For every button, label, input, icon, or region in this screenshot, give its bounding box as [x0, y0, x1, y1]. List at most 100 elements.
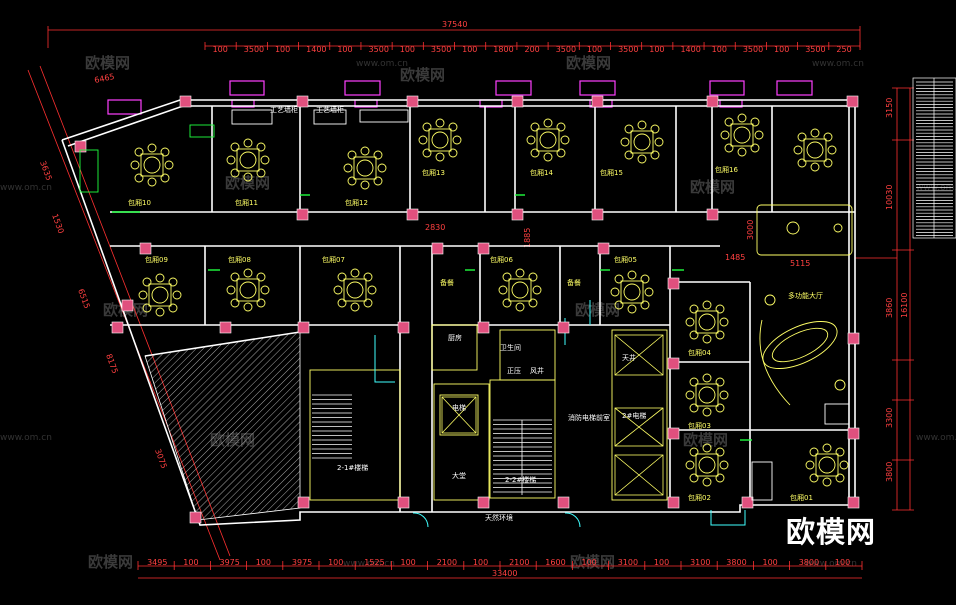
- room-label: 包厢07: [322, 255, 345, 264]
- table-top: [353, 156, 377, 180]
- green-accent-lines: [112, 194, 752, 441]
- chair: [556, 122, 566, 132]
- service-label: 风井: [530, 366, 544, 375]
- plate-circle: [239, 151, 257, 169]
- chair: [793, 145, 803, 155]
- chair: [543, 118, 553, 128]
- chair: [822, 443, 832, 453]
- dim-right: 3860: [885, 298, 894, 318]
- chair: [720, 130, 730, 140]
- chair: [823, 158, 833, 168]
- watermark: 欧模网: [683, 431, 728, 449]
- dimension-top-total: 37540: [442, 20, 467, 29]
- chair: [702, 300, 712, 310]
- chair: [627, 304, 637, 314]
- chair: [350, 302, 360, 312]
- dim-right: 10030: [885, 185, 894, 210]
- dim-mid: 3000: [746, 220, 755, 240]
- chair: [640, 274, 650, 284]
- chair: [142, 303, 152, 313]
- chair: [333, 285, 343, 295]
- chair: [737, 113, 747, 123]
- dim-top-segment: 3500: [805, 45, 825, 54]
- dim-bottom-segment: 3495: [147, 558, 167, 567]
- chair: [422, 148, 432, 158]
- chair: [530, 122, 540, 132]
- dim-top-segment: 100: [774, 45, 789, 54]
- chair: [715, 377, 725, 387]
- table-top: [695, 383, 719, 407]
- chair: [147, 143, 157, 153]
- chair: [822, 477, 832, 487]
- column: [597, 242, 610, 255]
- chair: [435, 118, 445, 128]
- table-top: [148, 283, 172, 307]
- column: [189, 511, 202, 524]
- dim-top-segment: 100: [337, 45, 352, 54]
- chair: [230, 142, 240, 152]
- dim-left: 8175: [104, 353, 119, 375]
- dim-bottom-segment: 100: [473, 558, 488, 567]
- plate-circle: [239, 281, 257, 299]
- chair: [172, 290, 182, 300]
- dim-bottom-segment: 3100: [618, 558, 638, 567]
- chair: [528, 298, 538, 308]
- table-top: [695, 453, 719, 477]
- room-label: 包厢06: [490, 255, 513, 264]
- column: [591, 95, 604, 108]
- dining-table: [610, 270, 654, 314]
- dim-top-segment: 3500: [369, 45, 389, 54]
- chair: [160, 173, 170, 183]
- table-top: [695, 310, 719, 334]
- structural-columns: [74, 95, 860, 524]
- service-label: 备餐: [440, 278, 454, 287]
- chair: [754, 130, 764, 140]
- dining-tables: [130, 113, 849, 487]
- chair: [614, 300, 624, 310]
- column: [219, 321, 232, 334]
- chair: [809, 473, 819, 483]
- chair: [243, 268, 253, 278]
- chair: [502, 298, 512, 308]
- dim-mid: 2830: [425, 223, 445, 232]
- dimension-ticks-top: [204, 42, 861, 50]
- plate-circle: [539, 131, 557, 149]
- chair: [360, 180, 370, 190]
- chair: [373, 150, 383, 160]
- chair: [827, 145, 837, 155]
- dim-top-segment: 250: [836, 45, 851, 54]
- chair: [502, 272, 512, 282]
- chair: [243, 138, 253, 148]
- chair: [526, 135, 536, 145]
- chair: [715, 403, 725, 413]
- column: [179, 95, 192, 108]
- chair: [243, 302, 253, 312]
- table-top: [536, 128, 560, 152]
- dimension-right-values: 3150 10030 3860 16100 3300 3800 2830 188…: [425, 98, 909, 482]
- room-label: 包厢10: [128, 198, 151, 207]
- service-label: 2-2#楼梯: [505, 475, 536, 484]
- chair: [810, 128, 820, 138]
- room-label: 包厢12: [345, 198, 368, 207]
- chair: [650, 124, 660, 134]
- chair: [134, 147, 144, 157]
- watermark: 欧模网: [570, 553, 615, 571]
- watermark: 欧模网: [400, 66, 445, 84]
- chair: [142, 277, 152, 287]
- dim-top-segment: 100: [275, 45, 290, 54]
- plate-circle: [806, 141, 824, 159]
- chair: [134, 173, 144, 183]
- dim-top-segment: 100: [213, 45, 228, 54]
- plate-circle: [431, 131, 449, 149]
- chair: [689, 304, 699, 314]
- dim-top-segment: 3500: [244, 45, 264, 54]
- column: [397, 496, 410, 509]
- chair: [418, 135, 428, 145]
- dimension-left-values: 6465 3635 1530 6515 8175 3075: [38, 72, 168, 470]
- column: [406, 95, 419, 108]
- service-label: 天然环境: [485, 513, 513, 522]
- chair: [715, 473, 725, 483]
- dining-table: [498, 268, 542, 312]
- dim-left: 3635: [38, 160, 53, 182]
- dim-top-segment: 3500: [743, 45, 763, 54]
